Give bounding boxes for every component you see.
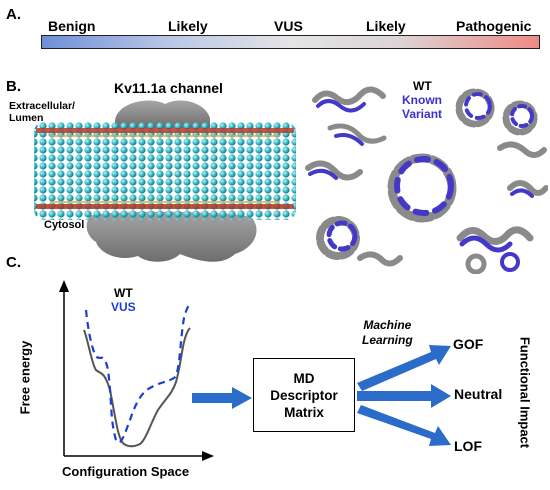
wt-energy-curve <box>83 327 191 448</box>
arrow-to-neutral <box>357 384 451 408</box>
md-descriptor-matrix-box: MD Descriptor Matrix <box>253 358 355 432</box>
scale-label-likely-benign: Likely <box>168 18 208 34</box>
channel-title: Kv11.1a channel <box>114 80 223 96</box>
functional-impact-label: Functional Impact <box>517 336 533 449</box>
structure-legend-known-variant: Known Variant <box>402 93 443 121</box>
arrow-to-gof <box>357 345 451 391</box>
x-axis-label: Configuration Space <box>62 464 190 479</box>
plot-legend-vus: VUS <box>111 300 136 314</box>
output-neutral: Neutral <box>454 386 503 402</box>
membrane-channel-illustration <box>34 100 296 262</box>
panel-b-label: B. <box>6 78 21 95</box>
output-arrows <box>357 345 451 446</box>
channel-protein-top <box>115 100 210 128</box>
output-lof: LOF <box>454 438 482 454</box>
extracellular-label: Extracellular/ Lumen <box>9 100 75 124</box>
arrow-to-matrix <box>192 387 252 409</box>
scale-label-vus: VUS <box>274 18 303 34</box>
pathogenicity-gradient-bar <box>41 35 540 49</box>
vus-energy-curve <box>84 303 191 444</box>
free-energy-plot <box>59 280 214 461</box>
panel-c-label: C. <box>6 254 21 271</box>
scale-label-likely-pathogenic: Likely <box>366 18 406 34</box>
arrow-to-lof <box>357 405 451 446</box>
scale-label-pathogenic: Pathogenic <box>456 18 532 34</box>
panel-a-label: A. <box>6 6 21 23</box>
md-descriptor-matrix-label: MD Descriptor Matrix <box>270 370 338 420</box>
machine-learning-label: Machine Learning <box>362 318 413 347</box>
y-axis-arrowhead <box>59 280 69 292</box>
structure-legend-wt: WT <box>413 79 432 93</box>
y-axis-label: Free energy <box>17 340 33 415</box>
output-gof: GOF <box>453 336 484 352</box>
wt-variant-structure-overlay <box>305 86 548 274</box>
channel-protein-bottom <box>86 211 257 262</box>
plot-legend-wt: WT <box>114 286 133 300</box>
lipid-headgroups <box>36 128 294 209</box>
cytosol-label: Cytosol <box>44 219 85 231</box>
scale-label-benign: Benign <box>48 18 96 34</box>
lipid-bilayer <box>34 122 296 220</box>
x-axis-arrowhead <box>202 451 214 461</box>
